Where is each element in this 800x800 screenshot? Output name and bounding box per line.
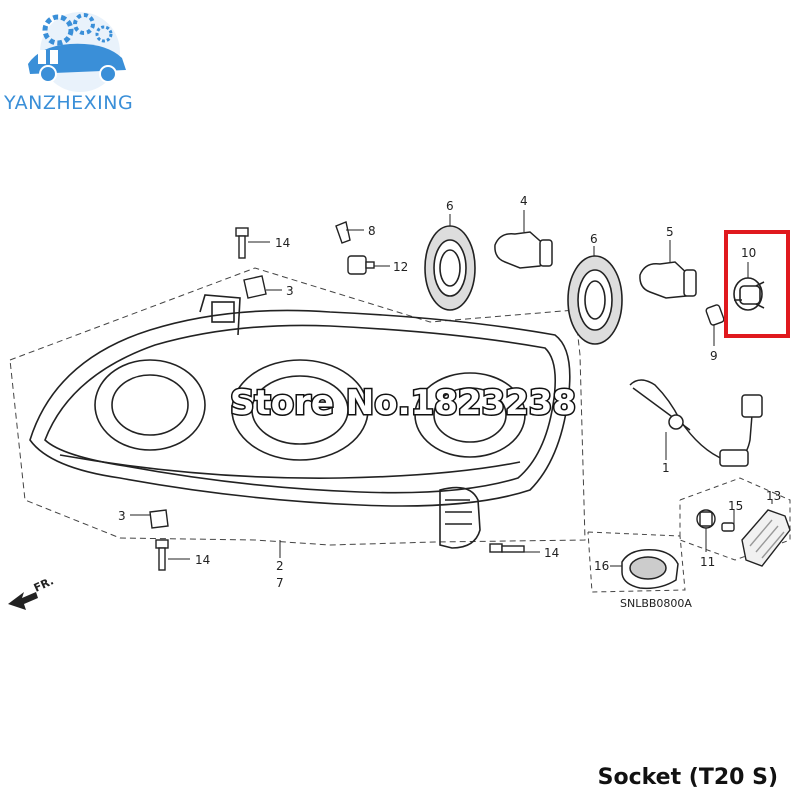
- side-marker-lens-13: [741, 509, 791, 567]
- lamp-16-outline: [587, 531, 686, 593]
- callout-11: 11: [700, 555, 715, 569]
- clip-nut-top: [243, 275, 267, 299]
- callout-8: 8: [368, 224, 376, 238]
- callout-10: 10: [741, 246, 756, 260]
- highlight-box: [724, 230, 790, 338]
- callout-3-bottom: 3: [118, 509, 126, 523]
- callout-9: 9: [710, 349, 718, 363]
- callout-14-bottom-right: 14: [544, 546, 559, 560]
- socket-10: [733, 277, 765, 311]
- bolt-bottom-left: [155, 539, 169, 571]
- clip-nut-bottom: [149, 509, 169, 529]
- caption: Socket (T20 S): [597, 765, 778, 790]
- diagram-code: SNLBB0800A: [620, 597, 692, 610]
- leader-lines: [130, 210, 773, 567]
- callout-5: 5: [666, 225, 674, 239]
- dust-cover-b: [567, 255, 623, 345]
- callout-4: 4: [520, 194, 528, 208]
- direction-label: FR.: [32, 574, 56, 594]
- socket-11: [696, 509, 716, 529]
- callout-3-top: 3: [286, 284, 294, 298]
- lamp-16: [621, 549, 679, 590]
- callout-14-top: 14: [275, 236, 290, 250]
- brand-logo: [28, 12, 126, 92]
- wedge-bulb-9: [705, 304, 725, 326]
- adjuster-12: [347, 255, 375, 275]
- bolt-top-left: [235, 227, 249, 259]
- wire-harness: [629, 379, 763, 467]
- headlight-bulb-4: [494, 231, 553, 269]
- callout-16: 16: [594, 559, 609, 573]
- callout-7: 7: [276, 576, 284, 590]
- headlight-bulb-5: [639, 261, 697, 299]
- front-direction-arrow-icon: FR.: [8, 574, 56, 610]
- dust-cover-a: [424, 225, 476, 311]
- callout-14-bottom-left: 14: [195, 553, 210, 567]
- callout-6-a: 6: [446, 199, 454, 213]
- callout-6-b: 6: [590, 232, 598, 246]
- callout-1: 1: [662, 461, 670, 475]
- small-screw-8: [335, 221, 351, 244]
- brand-name: YANZHEXING: [4, 92, 134, 114]
- assembly-outline: [9, 267, 586, 546]
- callout-15: 15: [728, 499, 743, 513]
- bolt-bottom-center: [489, 543, 525, 553]
- bulb-15: [721, 522, 735, 532]
- side-marker-outline: [679, 477, 791, 561]
- callout-13: 13: [766, 489, 781, 503]
- callout-12: 12: [393, 260, 408, 274]
- store-watermark: Store No.1823238: [230, 383, 576, 423]
- callout-2: 2: [276, 559, 284, 573]
- headlight-housing: [29, 294, 571, 549]
